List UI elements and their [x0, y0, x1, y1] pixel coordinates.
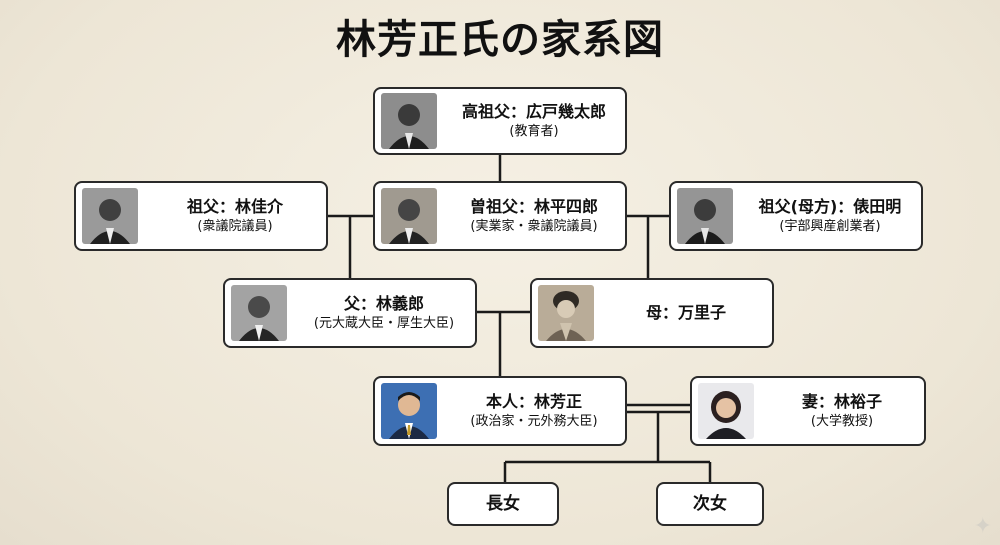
person-name: 曽祖父：林平四郎: [469, 197, 598, 216]
person-photo-icon: [381, 188, 437, 244]
person-photo-icon: [381, 383, 437, 439]
person-box-wife[interactable]: 妻：林裕子 (大学教授): [690, 376, 926, 446]
person-role: (政治家・元外務大臣): [470, 414, 598, 429]
person-box-self[interactable]: 本人：林芳正 (政治家・元外務大臣): [373, 376, 627, 446]
person-name: 母：万里子: [645, 303, 726, 322]
person-role: (実業家・衆議院議員): [470, 219, 598, 234]
person-role: (宇部興産創業者): [779, 219, 881, 234]
person-box-maternal-grandfather[interactable]: 祖父(母方)：俵田明 (宇部興産創業者): [669, 181, 923, 251]
person-photo-icon: [231, 285, 287, 341]
person-photo-icon: [82, 188, 138, 244]
person-name: 高祖父：広戸幾太郎: [461, 102, 606, 121]
person-photo-icon: [538, 285, 594, 341]
person-box-eldest-daughter[interactable]: 長女: [447, 482, 559, 526]
person-role: (大学教授): [810, 414, 874, 429]
person-role: (教育者): [509, 124, 559, 139]
person-box-mother[interactable]: 母：万里子: [530, 278, 774, 348]
person-box-father[interactable]: 父：林義郎 (元大蔵大臣・厚生大臣): [223, 278, 477, 348]
person-name: 次女: [693, 494, 727, 514]
person-name: 長女: [486, 494, 520, 514]
person-name: 祖父(母方)：俵田明: [758, 197, 902, 216]
person-name: 妻：林裕子: [801, 392, 882, 411]
person-box-second-daughter[interactable]: 次女: [656, 482, 764, 526]
page-title: 林芳正氏の家系図: [336, 17, 664, 63]
person-box-great-grandfather[interactable]: 曽祖父：林平四郎 (実業家・衆議院議員): [373, 181, 627, 251]
person-role: (元大蔵大臣・厚生大臣): [313, 316, 455, 331]
person-photo-icon: [698, 383, 754, 439]
person-photo-icon: [381, 93, 437, 149]
person-role: (衆議院議員): [197, 219, 273, 234]
person-photo-icon: [677, 188, 733, 244]
person-box-great-great-grandfather[interactable]: 高祖父：広戸幾太郎 (教育者): [373, 87, 627, 155]
person-name: 父：林義郎: [343, 294, 424, 313]
person-name: 本人：林芳正: [485, 392, 582, 411]
person-name: 祖父：林佳介: [186, 197, 283, 216]
person-box-grandfather[interactable]: 祖父：林佳介 (衆議院議員): [74, 181, 328, 251]
sparkle-icon: ✦: [973, 514, 992, 539]
